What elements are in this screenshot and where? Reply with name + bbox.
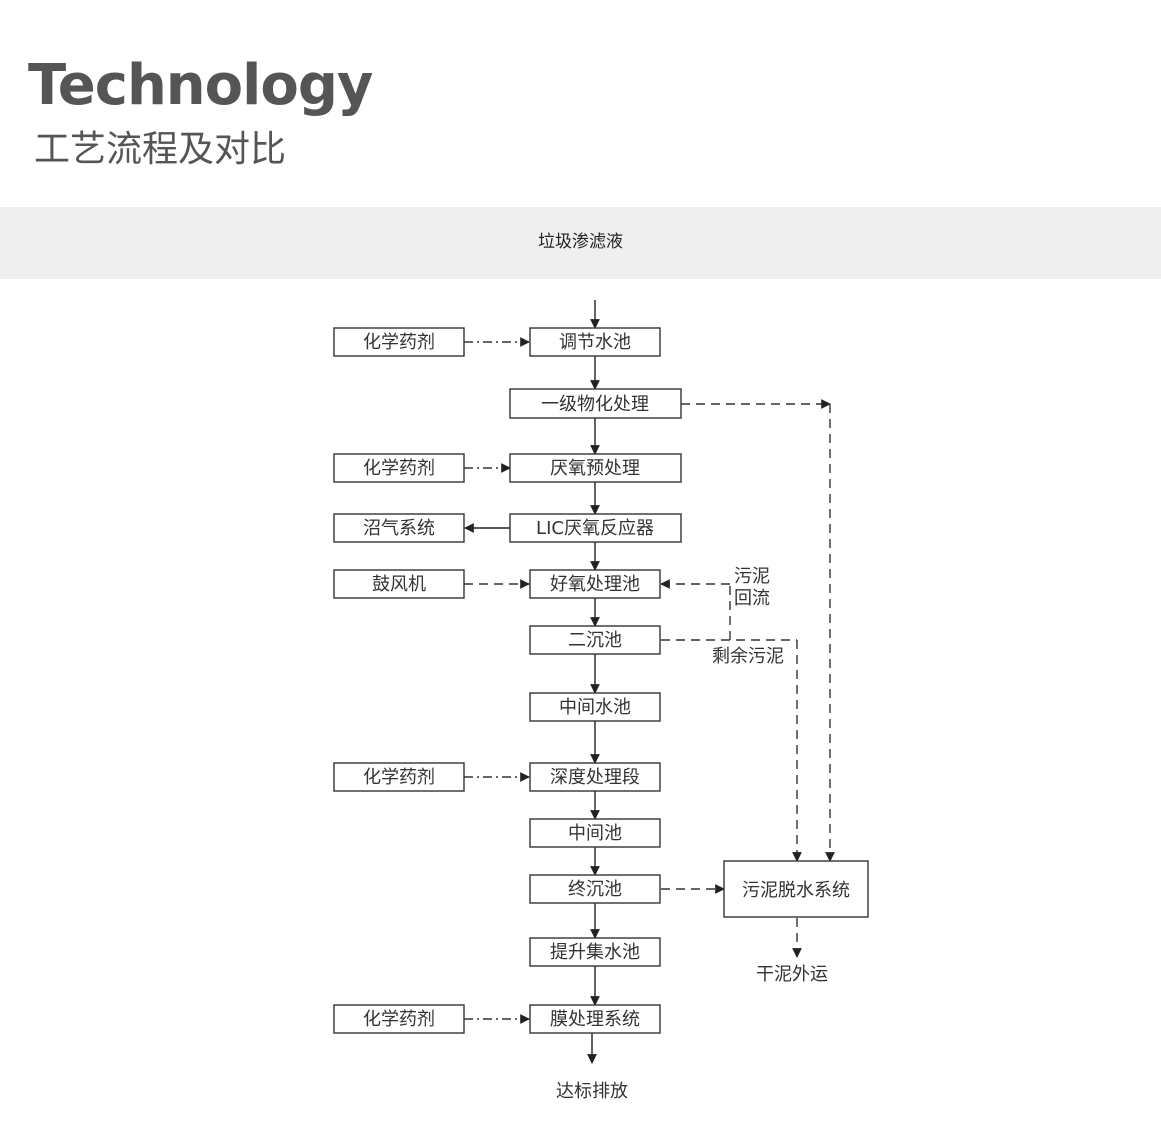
label-sludge-return-1: 污泥	[734, 566, 770, 587]
node-primary-physchem: 一级物化处理	[509, 388, 682, 419]
node-anaerobic-pretreat: 厌氧预处理	[509, 453, 682, 483]
svg-text:沼气系统: 沼气系统	[363, 518, 435, 539]
page-title: Technology	[28, 53, 373, 118]
svg-text:鼓风机: 鼓风机	[372, 574, 426, 595]
svg-text:中间池: 中间池	[568, 823, 622, 844]
svg-text:化学药剂: 化学药剂	[363, 1009, 435, 1030]
header-band	[0, 207, 1161, 279]
label-dry-sludge: 干泥外运	[756, 964, 828, 985]
svg-text:深度处理段: 深度处理段	[550, 767, 640, 788]
node-biogas-system: 沼气系统	[333, 513, 465, 543]
node-chemical-2: 化学药剂	[333, 453, 465, 483]
svg-text:LIC厌氧反应器: LIC厌氧反应器	[536, 518, 654, 539]
svg-text:膜处理系统: 膜处理系统	[550, 1009, 640, 1030]
svg-text:二沉池: 二沉池	[568, 630, 622, 651]
node-lic-reactor: LIC厌氧反应器	[509, 513, 682, 543]
svg-text:污泥脱水系统: 污泥脱水系统	[742, 880, 850, 901]
svg-text:化学药剂: 化学药剂	[363, 332, 435, 353]
page-subtitle: 工艺流程及对比	[34, 129, 287, 170]
node-chemical-4: 化学药剂	[333, 1004, 465, 1034]
svg-text:厌氧预处理: 厌氧预处理	[550, 458, 640, 479]
label-sludge-return-2: 回流	[734, 588, 770, 609]
node-intermediate-tank: 中间水池	[529, 692, 661, 722]
node-blower: 鼓风机	[333, 569, 465, 599]
svg-text:终沉池: 终沉池	[568, 879, 622, 900]
svg-text:中间水池: 中间水池	[559, 697, 631, 718]
node-lift-sump: 提升集水池	[529, 937, 661, 967]
node-intermediate-pool: 中间池	[529, 818, 661, 848]
node-regulating-tank: 调节水池	[529, 327, 661, 357]
node-sludge-dewatering: 污泥脱水系统	[723, 860, 869, 918]
svg-text:调节水池: 调节水池	[559, 332, 631, 353]
node-final-clarifier: 终沉池	[529, 874, 661, 904]
label-excess-sludge: 剩余污泥	[712, 646, 784, 667]
label-discharge: 达标排放	[556, 1081, 628, 1102]
svg-text:一级物化处理: 一级物化处理	[541, 394, 649, 415]
svg-text:提升集水池: 提升集水池	[550, 942, 640, 963]
node-aerobic-tank: 好氧处理池	[529, 569, 661, 599]
svg-text:化学药剂: 化学药剂	[363, 458, 435, 479]
node-chemical-1: 化学药剂	[333, 327, 465, 357]
node-membrane-system: 膜处理系统	[529, 1004, 661, 1034]
node-advanced-treatment: 深度处理段	[529, 762, 661, 792]
node-secondary-clarifier: 二沉池	[529, 625, 661, 655]
svg-text:化学药剂: 化学药剂	[363, 767, 435, 788]
band-label: 垃圾渗滤液	[538, 232, 623, 252]
svg-text:好氧处理池: 好氧处理池	[550, 574, 640, 595]
node-chemical-3: 化学药剂	[333, 762, 465, 792]
